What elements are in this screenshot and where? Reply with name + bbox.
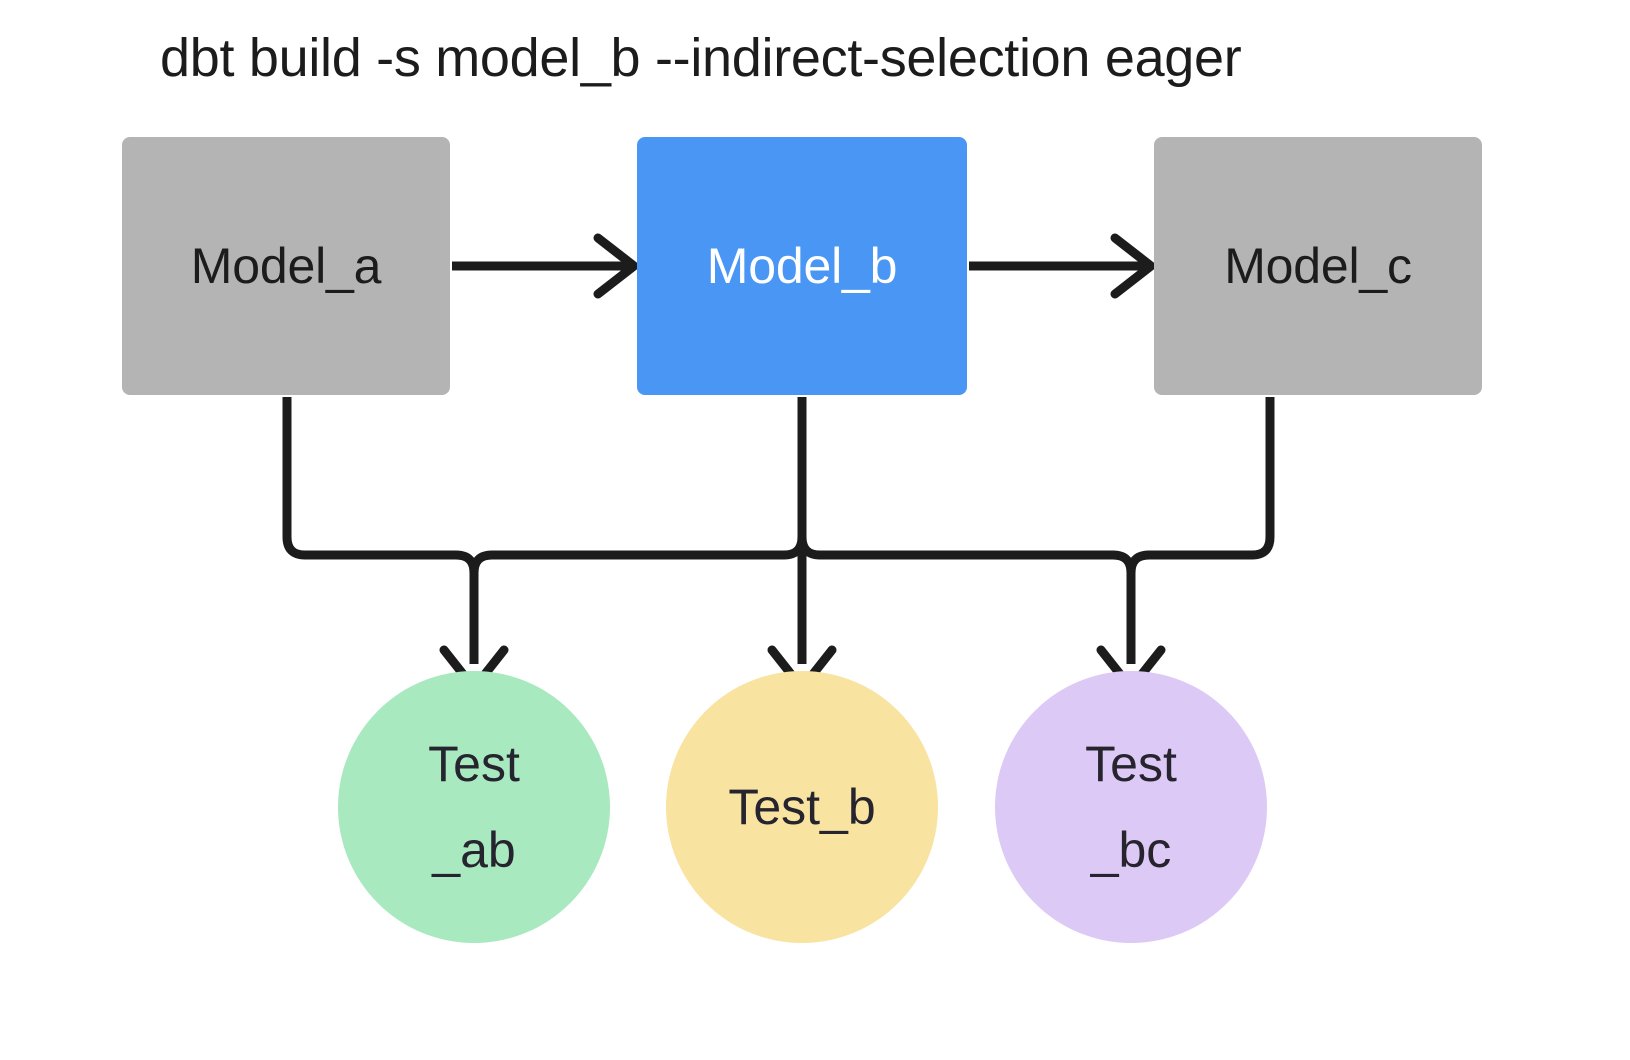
edge-model-b-to-test-ab	[469, 397, 807, 664]
node-model-a-label: Model_a	[190, 238, 382, 294]
diagram-title: dbt build -s model_b --indirect-selectio…	[160, 28, 1242, 88]
node-model-b[interactable]: Model_b	[637, 137, 967, 395]
node-test-bc-label-line-2: _bc	[1090, 822, 1172, 878]
node-test-b-label-line-1: Test_b	[728, 779, 876, 835]
node-model-b-label: Model_b	[706, 238, 898, 294]
node-model-c-label: Model_c	[1224, 238, 1412, 294]
edge-model-a-to-test-ab	[282, 397, 479, 664]
node-test-b[interactable]: Test_b	[666, 671, 938, 943]
node-test-ab[interactable]: Test _ab	[338, 671, 610, 943]
edge-model-c-to-test-bc	[1126, 397, 1275, 664]
edge-model-b-to-model-c	[969, 233, 1156, 299]
node-model-a[interactable]: Model_a	[122, 137, 450, 395]
node-test-bc[interactable]: Test _bc	[995, 671, 1267, 943]
node-test-ab-label-line-1: Test	[428, 736, 520, 792]
node-test-ab-label-line-2: _ab	[432, 822, 516, 878]
edge-model-a-to-model-b	[452, 233, 639, 299]
node-model-c[interactable]: Model_c	[1154, 137, 1482, 395]
node-test-bc-label-line-1: Test	[1085, 736, 1177, 792]
edge-model-b-to-test-bc	[797, 397, 1136, 664]
